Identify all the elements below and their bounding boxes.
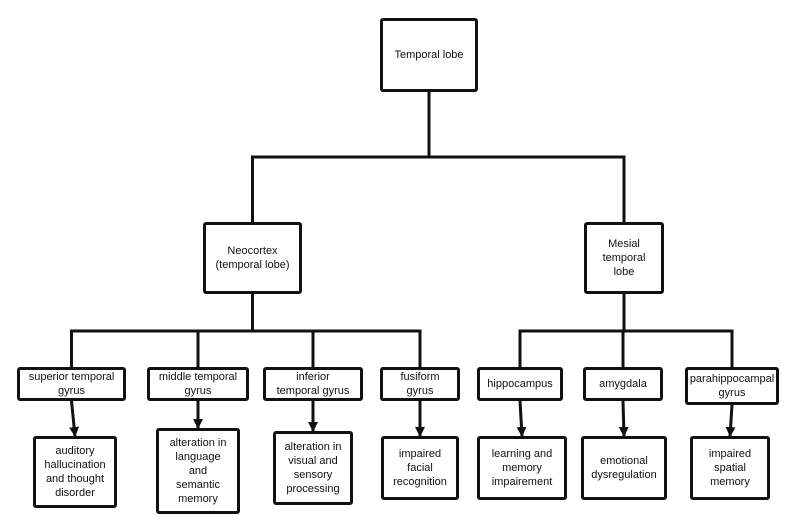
arrow-connector bbox=[69, 400, 80, 437]
node-hippocampus: hippocampus bbox=[477, 367, 563, 401]
node-label: hippocampus bbox=[487, 378, 553, 390]
arrow-connector bbox=[725, 404, 736, 437]
node-neocortex: Neocortex(temporal lobe) bbox=[203, 222, 302, 294]
arrow-connector bbox=[618, 400, 629, 437]
node-label: Temporal lobe bbox=[394, 49, 464, 61]
node-amygdala: amygdala bbox=[583, 367, 663, 401]
node-label: amygdala bbox=[599, 378, 647, 390]
node-label: Neocortex(temporal lobe) bbox=[215, 245, 290, 271]
node-temporal-lobe: Temporal lobe bbox=[380, 18, 478, 92]
arrow-connector bbox=[516, 400, 527, 437]
